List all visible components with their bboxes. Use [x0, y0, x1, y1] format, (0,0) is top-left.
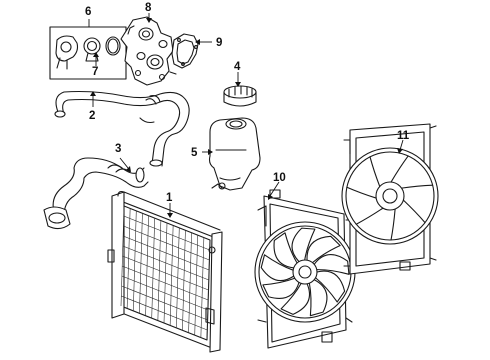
- shroud-spoke: [355, 207, 384, 225]
- fan-blade: [273, 232, 298, 269]
- fan-blade: [262, 277, 300, 299]
- part-10-fan-shroud: [254, 189, 356, 349]
- fan-blade: [313, 254, 350, 275]
- part-6-thermostat-assembly: [49, 26, 127, 80]
- part-9-gasket: [171, 33, 199, 69]
- radiator-row-line: [122, 255, 209, 291]
- part-1-radiator: [107, 190, 223, 353]
- radiator-row-line: [123, 215, 210, 251]
- callout-7: 7: [92, 66, 98, 78]
- part-4-reservoir-cap: [223, 85, 257, 107]
- callout-9: 9: [216, 37, 222, 49]
- shroud-spoke: [390, 155, 409, 183]
- radiator-row-line: [123, 225, 210, 261]
- part-8-water-pump: [120, 16, 177, 86]
- part-3-lower-hose: [43, 157, 149, 230]
- fan-blade: [280, 282, 311, 315]
- shroud-spoke: [401, 184, 434, 189]
- shroud-spoke: [402, 199, 426, 224]
- callout-8: 8: [145, 2, 152, 14]
- callout-labels: 6 8 9 7 4 2 11 3 5 10 1: [85, 2, 410, 204]
- callout-10: 10: [273, 172, 286, 184]
- callout-1: 1: [166, 192, 173, 204]
- radiator-row-line: [121, 285, 208, 321]
- fan-blade: [291, 227, 316, 263]
- radiator-core-fins: [120, 205, 211, 341]
- fan-blade: [260, 254, 295, 282]
- callout-3: 3: [115, 143, 121, 155]
- shroud-spokes: [346, 155, 434, 241]
- radiator-row-line: [122, 265, 209, 301]
- radiator-row-line: [121, 275, 209, 311]
- radiator-row-line: [121, 295, 208, 331]
- part-2-upper-hose: [54, 90, 190, 167]
- shroud-spoke: [390, 208, 396, 241]
- callout-leaders: [88, 13, 404, 218]
- callout-11: 11: [397, 130, 410, 142]
- fan-blade: [306, 235, 341, 264]
- part-11-fan-shroud-rear: [341, 123, 439, 275]
- shroud-spoke: [346, 186, 377, 199]
- radiator-row-line: [122, 235, 210, 271]
- radiator-row-line: [122, 245, 209, 281]
- fan-blade: [308, 279, 328, 317]
- callout-6: 6: [85, 6, 91, 18]
- callout-4: 4: [234, 61, 241, 73]
- part-5-expansion-tank: [208, 117, 261, 191]
- shroud-spoke: [369, 156, 381, 188]
- callout-2: 2: [89, 110, 95, 122]
- fan-blade: [314, 270, 346, 303]
- callout-5: 5: [191, 147, 198, 159]
- fan-blades: [260, 227, 350, 317]
